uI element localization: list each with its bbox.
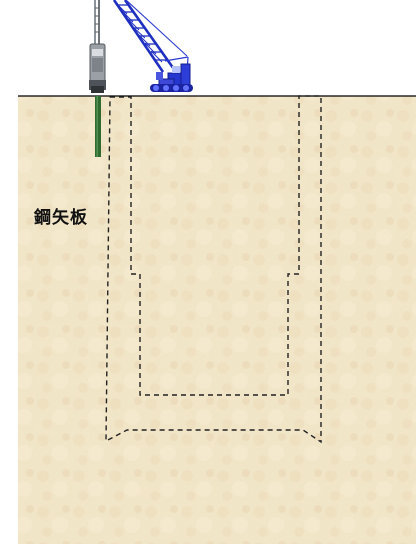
excavation-outline <box>105 95 322 444</box>
crawler-crane-icon <box>112 0 193 92</box>
pile-driver-icon <box>89 0 106 93</box>
sky-area <box>0 0 416 96</box>
sheet-pile-label: 鋼矢板 <box>34 208 88 228</box>
ground-texture <box>18 96 416 544</box>
sheet-pile-highlight <box>96 96 98 157</box>
